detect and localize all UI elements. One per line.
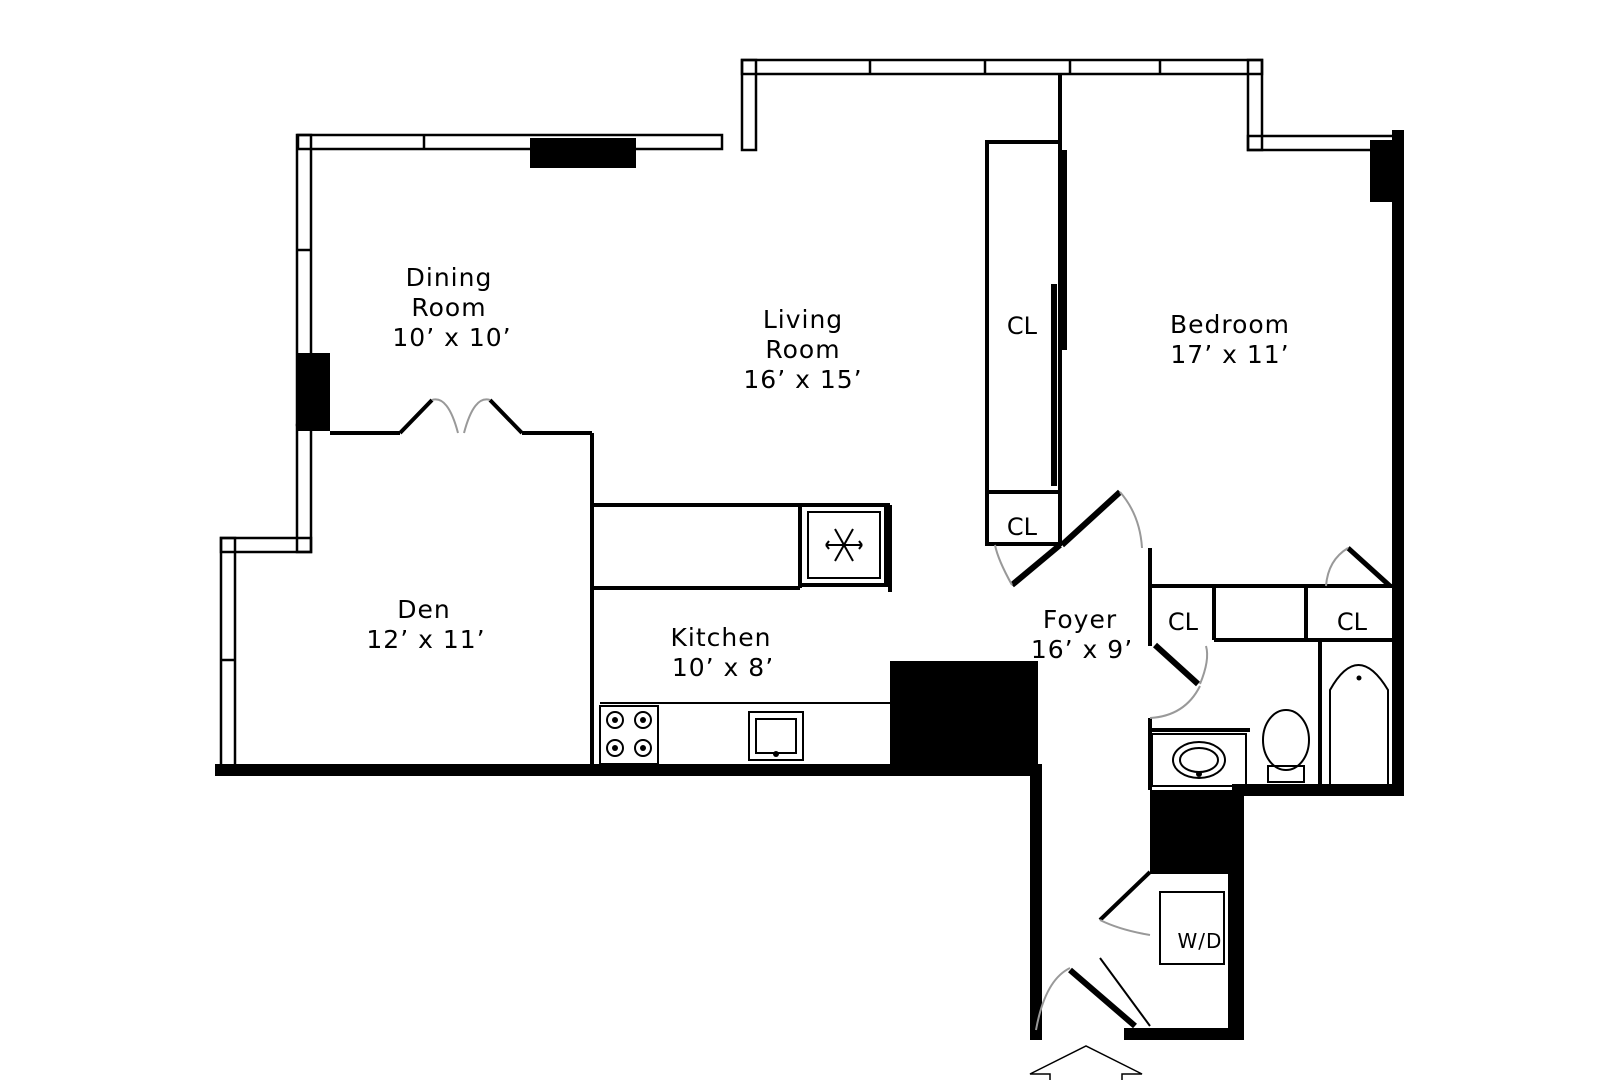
exterior-window-walls [219, 58, 1400, 770]
bathroom-sink [1151, 733, 1247, 787]
washer-dryer-label: W/D [1178, 929, 1223, 953]
bedroom-label: Bedroom [1170, 310, 1290, 339]
living-room-size: 16’ x 15’ [743, 365, 862, 394]
bedroom-size: 17’ x 11’ [1170, 340, 1289, 369]
dining-room-size: 10’ x 10’ [392, 323, 511, 352]
dining-room-label: Dining [406, 263, 493, 292]
living-room-label: Living [763, 305, 843, 334]
bathtub [1329, 664, 1389, 785]
room-labels: Dining Room 10’ x 10’ Living Room 16’ x … [366, 263, 1367, 953]
snowflake-icon [825, 528, 863, 562]
den-size: 12’ x 11’ [366, 625, 485, 654]
closet-label-bath: CL [1337, 608, 1368, 636]
exterior-walls [215, 130, 1404, 1040]
kitchen-size: 10’ x 8’ [672, 653, 774, 682]
closet-label-foyer: CL [1007, 513, 1038, 541]
closet-label-living: CL [1007, 312, 1038, 340]
toilet [1262, 709, 1310, 783]
den-label: Den [397, 595, 450, 624]
kitchen-label: Kitchen [671, 623, 772, 652]
washer-dryer [1159, 891, 1225, 965]
kitchen-sink [748, 711, 804, 761]
entry-arrow-icon [1029, 1045, 1143, 1080]
door-swings [431, 398, 1349, 1031]
closet-label-hall: CL [1168, 608, 1199, 636]
stove [599, 705, 659, 765]
living-room-label-line2: Room [765, 335, 840, 364]
foyer-label: Foyer [1043, 605, 1117, 634]
refrigerator [798, 503, 888, 587]
dining-room-label-line2: Room [411, 293, 486, 322]
foyer-size: 16’ x 9’ [1031, 635, 1133, 664]
